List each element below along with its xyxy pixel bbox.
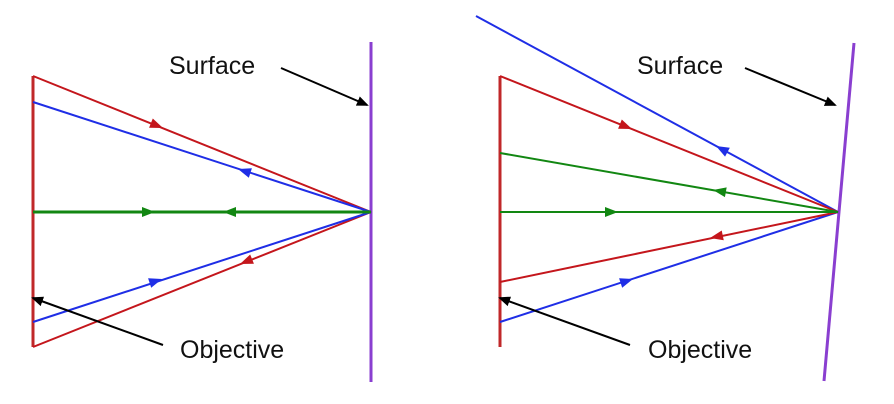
right-green-ray-upper xyxy=(499,152,839,213)
left-blue-upper-arrow xyxy=(238,168,252,178)
right-panel xyxy=(475,15,856,382)
right-surface-label: Surface xyxy=(637,52,724,80)
right-surface-pointer xyxy=(744,67,837,106)
left-blue-lower-arrow xyxy=(148,278,162,288)
left-blue-ray-lower xyxy=(32,211,372,323)
left-panel xyxy=(31,42,373,382)
right-green-center-arrow xyxy=(605,207,618,217)
left-surface-label: Surface xyxy=(169,52,256,80)
right-red-lower-arrow xyxy=(710,230,724,241)
right-red-ray-lower xyxy=(499,211,839,283)
right-green-upper-arrow xyxy=(713,187,727,198)
right-surface xyxy=(822,42,856,382)
left-objective-label: Objective xyxy=(180,336,285,364)
right-blue-ray-upper xyxy=(475,15,839,213)
left-objective-pointer xyxy=(31,296,164,346)
left-red-upper-arrow xyxy=(149,118,163,128)
right-red-upper-arrow xyxy=(618,119,632,129)
left-red-ray-upper xyxy=(32,75,372,213)
left-red-ray-lower xyxy=(32,211,372,348)
left-red-lower-arrow xyxy=(240,254,254,264)
left-green-arrow-back xyxy=(223,207,236,217)
right-blue-ray-lower xyxy=(499,211,839,323)
right-objective-label: Objective xyxy=(648,336,753,364)
right-objective-pointer xyxy=(498,296,631,346)
left-blue-ray-upper xyxy=(32,101,372,213)
right-blue-upper-arrow xyxy=(716,146,730,157)
left-surface-pointer xyxy=(280,67,369,106)
right-blue-lower-arrow xyxy=(619,278,633,288)
left-green-arrow-forward xyxy=(142,207,155,217)
right-red-ray-upper xyxy=(499,75,839,213)
